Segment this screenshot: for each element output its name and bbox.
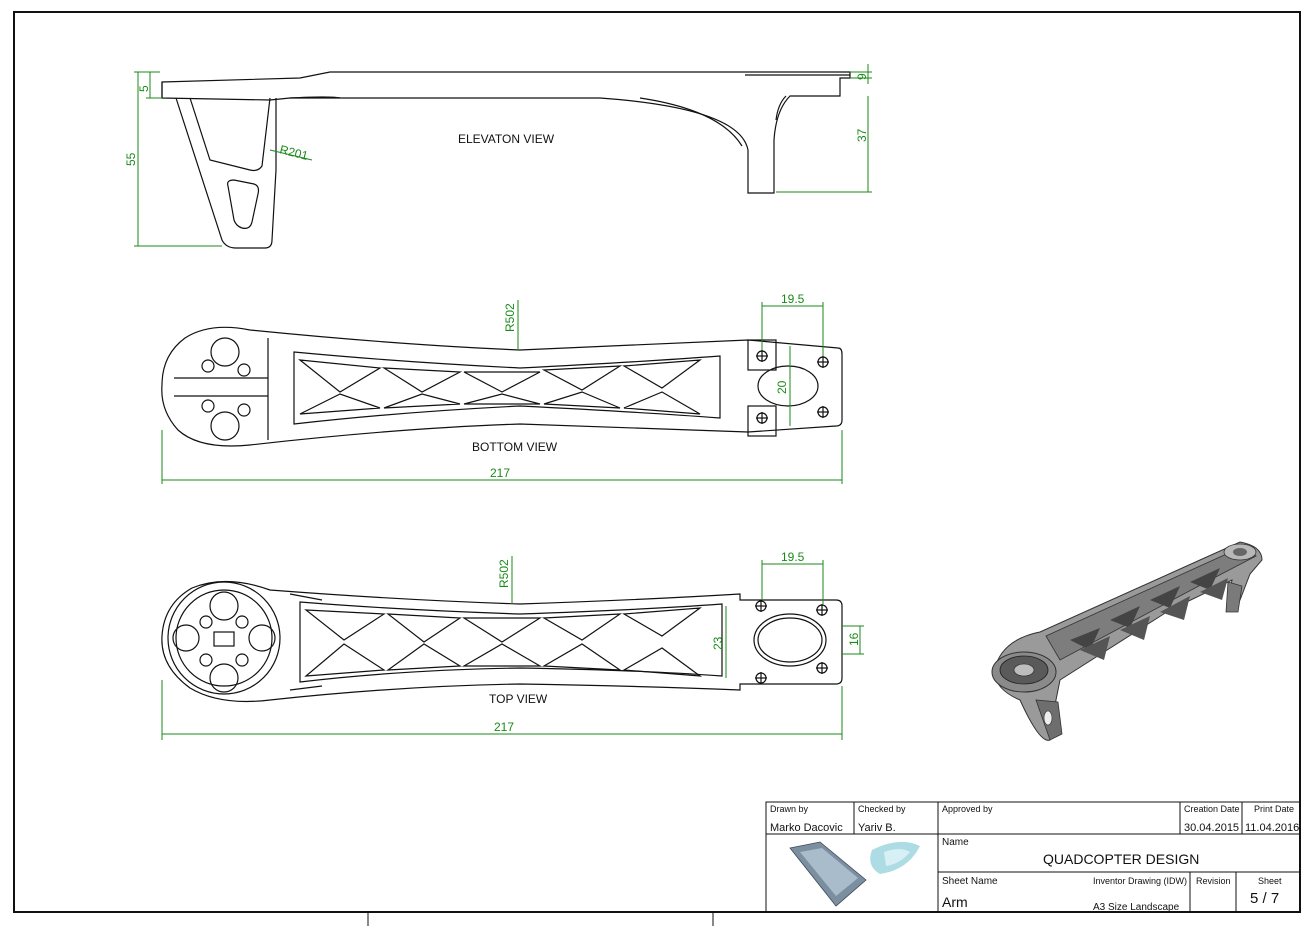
top-dimensions [161,556,864,740]
creation-date-value: 30.04.2015 [1184,822,1239,834]
drawing-name: QUADCOPTER DESIGN [1043,851,1199,867]
elevation-dimensions [134,64,872,247]
top-view-label: TOP VIEW [489,692,548,706]
elev-tip-thickness-dim: 9 [855,73,869,80]
sheet-number: 5 / 7 [1250,890,1279,907]
name-label: Name [942,837,969,848]
elev-top-thickness-dim: 5 [137,85,151,92]
bottom-mount-width-dim: 19.5 [781,292,805,306]
top-hole-dim: 16 [847,632,861,646]
elev-tip-height-dim: 37 [855,128,869,142]
drawn-by-label: Drawn by [770,804,809,814]
bottom-dimensions [161,300,843,484]
company-logo [789,841,920,907]
top-view [161,580,843,703]
top-mount-width-dim: 19.5 [781,550,805,564]
drawn-by-value: Marko Dacovic [770,822,843,834]
bottom-view [161,326,843,447]
elevation-view [161,71,851,249]
sheet-name-value: Arm [942,894,968,910]
bottom-mount-hole-dim: 20 [775,380,789,394]
bottom-view-label: BOTTOM VIEW [472,440,558,454]
software-label: Inventor Drawing (IDW) [1093,876,1187,886]
sheet-name-label: Sheet Name [942,876,998,887]
approved-by-label: Approved by [942,804,993,814]
top-radius-dim: R502 [497,559,511,588]
sheet-label: Sheet [1258,876,1282,886]
top-mount-height-dim: 23 [711,636,725,650]
elev-height-dim: 55 [124,152,138,166]
title-block [765,801,1301,913]
format-label: A3 Size Landscape [1093,902,1180,913]
checked-by-value: Yariv B. [858,822,896,834]
sheet-border [13,11,1301,913]
bottom-length-dim: 217 [490,466,510,480]
elev-radius-dim: R201 [278,142,310,163]
elevation-view-label: ELEVATON VIEW [458,132,555,146]
checked-by-label: Checked by [858,804,906,814]
isometric-arm-render [991,541,1263,741]
print-date-value: 11.04.2016 [1245,822,1299,834]
print-date-label: Print Date [1254,804,1294,814]
top-length-dim: 217 [494,720,514,734]
revision-label: Revision [1196,876,1231,886]
bottom-radius-dim: R502 [503,303,517,332]
creation-date-label: Creation Date [1184,804,1240,814]
